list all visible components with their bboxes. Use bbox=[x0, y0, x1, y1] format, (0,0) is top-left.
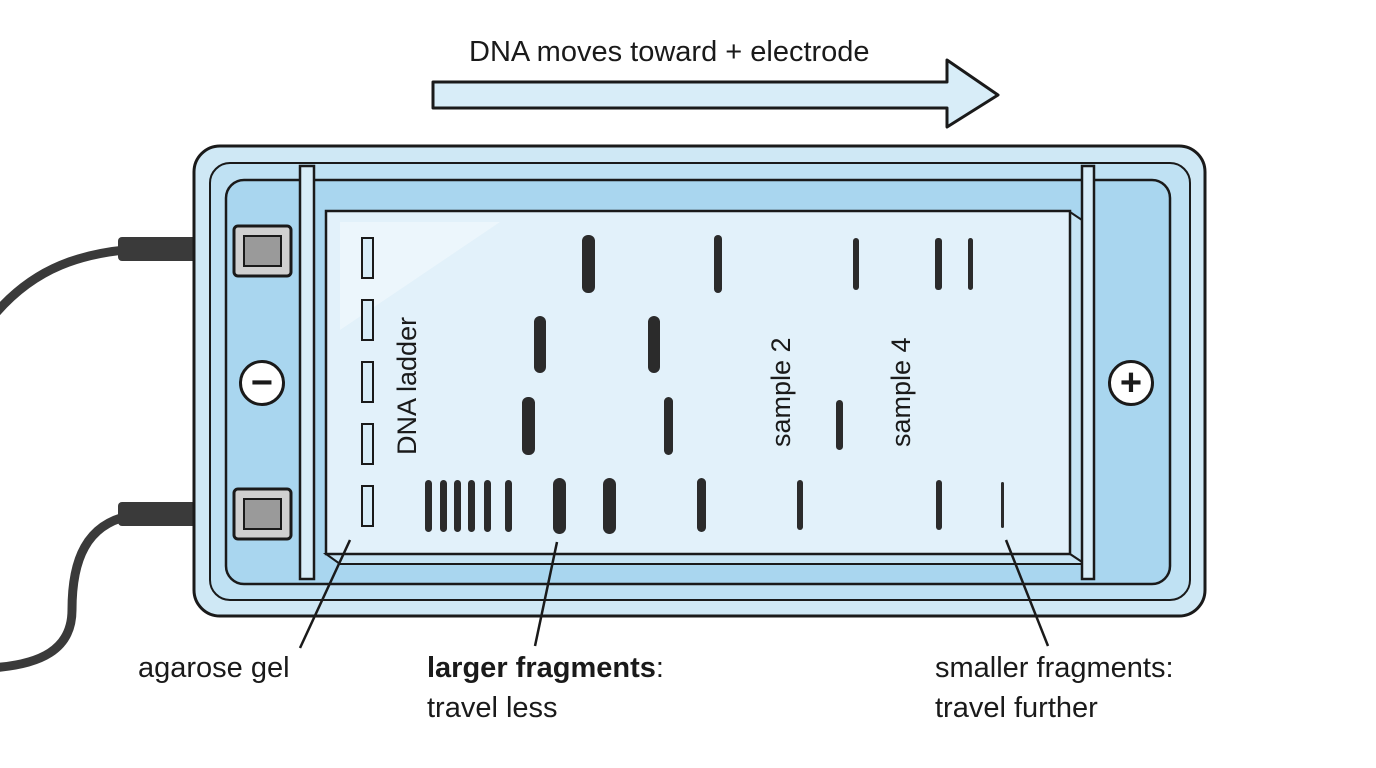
connector-bottom-inner bbox=[243, 498, 282, 530]
callout-smaller-fragments: smaller fragments: travel further bbox=[935, 648, 1174, 728]
leader-line-larger bbox=[533, 541, 559, 647]
callout-smaller-line2: travel further bbox=[935, 692, 1098, 724]
dna-band bbox=[797, 480, 803, 530]
callout-larger-colon: : bbox=[655, 652, 664, 684]
dna-band bbox=[697, 478, 706, 532]
direction-label: DNA moves toward + electrode bbox=[469, 36, 870, 68]
direction-arrow bbox=[431, 58, 1000, 129]
dna-band bbox=[425, 480, 432, 532]
well bbox=[361, 485, 374, 527]
cable-bottom-plug bbox=[118, 502, 213, 526]
dna-band bbox=[454, 480, 461, 532]
callout-larger-strong: larger fragments bbox=[427, 652, 656, 684]
dna-band bbox=[522, 397, 535, 455]
dna-band bbox=[553, 478, 566, 534]
divider-right bbox=[1080, 164, 1096, 581]
dna-band bbox=[534, 316, 546, 373]
dna-band bbox=[505, 480, 512, 532]
dna-band bbox=[935, 238, 942, 290]
dna-band bbox=[484, 480, 491, 532]
dna-band bbox=[468, 480, 475, 532]
dna-band bbox=[936, 480, 942, 530]
divider-left bbox=[298, 164, 316, 581]
dna-band bbox=[714, 235, 722, 293]
callout-smaller-line1: smaller fragments: bbox=[935, 652, 1174, 684]
sample-wells bbox=[361, 237, 374, 527]
negative-electrode-icon: − bbox=[239, 360, 285, 406]
cable-bottom bbox=[0, 509, 215, 672]
dna-band bbox=[603, 478, 616, 534]
cable-top-plug bbox=[118, 237, 213, 261]
positive-electrode-icon: + bbox=[1108, 360, 1154, 406]
lane-label-sample-2: sample 2 bbox=[766, 337, 796, 447]
lane-label-ladder: DNA ladder bbox=[392, 316, 422, 455]
dna-band bbox=[836, 400, 843, 450]
lane-label-sample-4: sample 4 bbox=[886, 337, 916, 447]
callout-larger-fragments: larger fragments: travel less bbox=[427, 648, 664, 728]
dna-bands bbox=[425, 235, 1004, 534]
well bbox=[361, 361, 374, 403]
dna-band bbox=[853, 238, 859, 290]
connector-top-inner bbox=[243, 235, 282, 267]
gel-sheen bbox=[340, 222, 500, 330]
leader-line-smaller bbox=[1004, 539, 1050, 647]
leader-line-gel bbox=[298, 539, 352, 649]
callout-agarose-gel: agarose gel bbox=[138, 652, 290, 684]
well bbox=[361, 237, 374, 279]
callout-larger-line1: larger fragments: bbox=[427, 648, 664, 688]
dna-band bbox=[664, 397, 673, 455]
well bbox=[361, 299, 374, 341]
dna-band bbox=[968, 238, 973, 290]
callout-larger-line2: travel less bbox=[427, 692, 558, 724]
gel-tray-bottom bbox=[322, 553, 1089, 565]
well bbox=[361, 423, 374, 465]
dna-band bbox=[1001, 482, 1004, 528]
dna-band bbox=[648, 316, 660, 373]
dna-band bbox=[582, 235, 595, 293]
dna-band bbox=[440, 480, 447, 532]
